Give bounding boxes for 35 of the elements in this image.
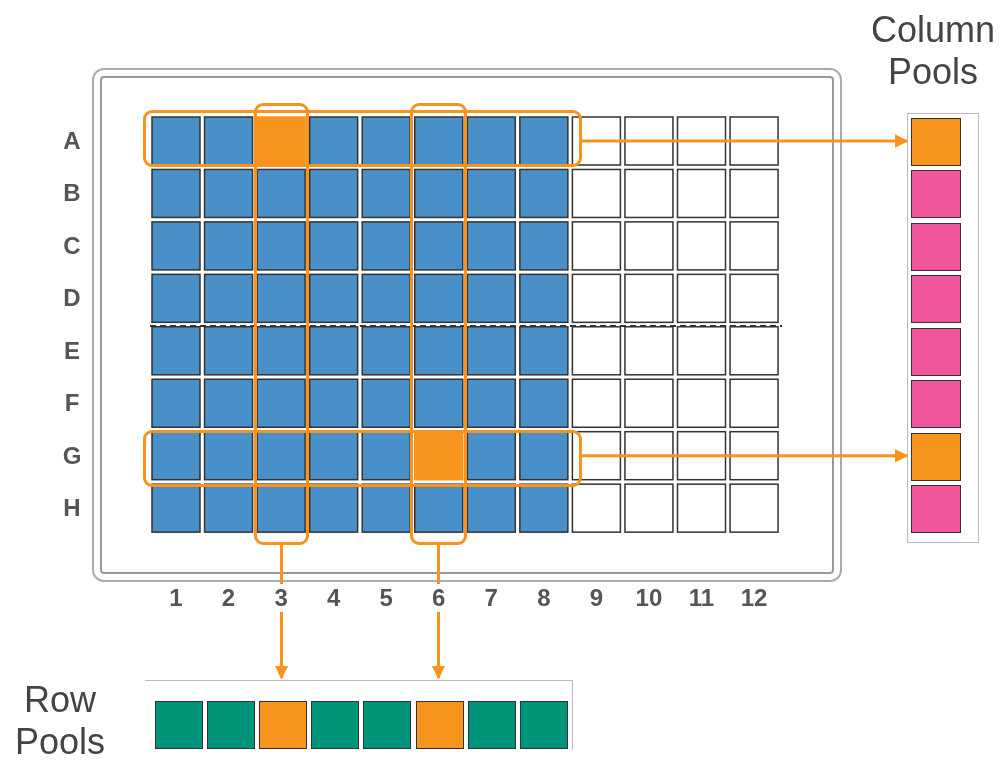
row-label: C — [62, 231, 82, 260]
pool-well — [911, 485, 961, 534]
arrow — [582, 134, 909, 148]
row-label: E — [63, 336, 81, 365]
column-label: 3 — [272, 584, 290, 612]
pool-heading: Column Pools — [869, 9, 997, 93]
row-highlight — [143, 430, 582, 487]
pool-well — [911, 380, 961, 429]
pool-well — [911, 275, 961, 324]
pool-well — [259, 701, 308, 749]
row-highlight — [143, 110, 582, 167]
pool-well — [311, 701, 360, 749]
arrow — [582, 448, 909, 463]
pool-well — [911, 432, 961, 481]
pool-well — [207, 701, 256, 749]
pool-well — [467, 701, 516, 749]
row-label: F — [63, 389, 81, 418]
row-label: B — [62, 179, 82, 208]
well-plate — [94, 70, 840, 580]
column-highlight — [410, 103, 467, 545]
pool-well — [911, 222, 961, 271]
pool-well — [911, 327, 961, 376]
column-label: 6 — [430, 584, 448, 612]
pool-well — [363, 701, 412, 749]
column-highlight — [254, 103, 309, 545]
row-label: G — [61, 441, 83, 470]
pool-well — [155, 701, 203, 749]
row-label: A — [62, 127, 82, 155]
pool-well — [415, 701, 464, 749]
row-label: D — [62, 284, 82, 313]
pool-well — [519, 701, 568, 749]
pool-well — [911, 170, 961, 219]
pool-well — [911, 118, 961, 166]
pool-heading: Row Pools — [13, 679, 107, 763]
row-label: H — [62, 494, 82, 523]
